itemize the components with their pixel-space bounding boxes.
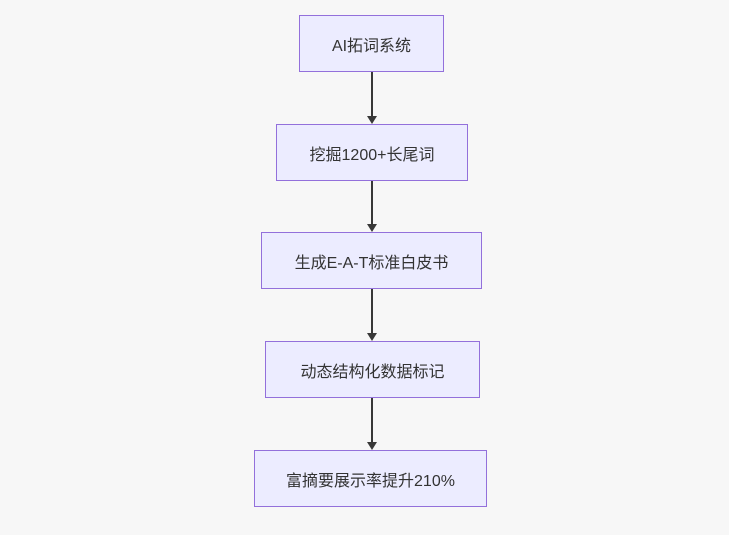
arrow-line: [370, 72, 373, 116]
edge-connector-2: [366, 181, 377, 232]
arrowhead-icon: [366, 224, 377, 232]
flow-node-eat-whitepaper-generation: 生成E-A-T标准白皮书: [261, 232, 482, 289]
arrowhead-icon: [366, 116, 377, 124]
node-label: 生成E-A-T标准白皮书: [294, 254, 449, 272]
edge-connector-4: [366, 398, 377, 450]
edge-connector-1: [366, 72, 377, 124]
arrowhead-icon: [366, 333, 377, 341]
node-label: 动态结构化数据标记: [300, 363, 445, 381]
node-label: AI拓词系统: [331, 37, 412, 55]
arrow-line: [370, 181, 373, 224]
arrowhead-icon: [366, 442, 377, 450]
flow-node-ai-word-expansion-system: AI拓词系统: [299, 15, 444, 72]
arrow-line: [370, 289, 373, 333]
arrow-line: [370, 398, 373, 442]
flow-node-longtail-keyword-mining: 挖掘1200+长尾词: [276, 124, 468, 181]
node-label: 富摘要展示率提升210%: [286, 472, 455, 490]
flow-node-rich-snippet-rate-increase: 富摘要展示率提升210%: [254, 450, 487, 507]
edge-connector-3: [366, 289, 377, 341]
node-label: 挖掘1200+长尾词: [309, 146, 435, 164]
flow-node-dynamic-structured-data-markup: 动态结构化数据标记: [265, 341, 480, 398]
